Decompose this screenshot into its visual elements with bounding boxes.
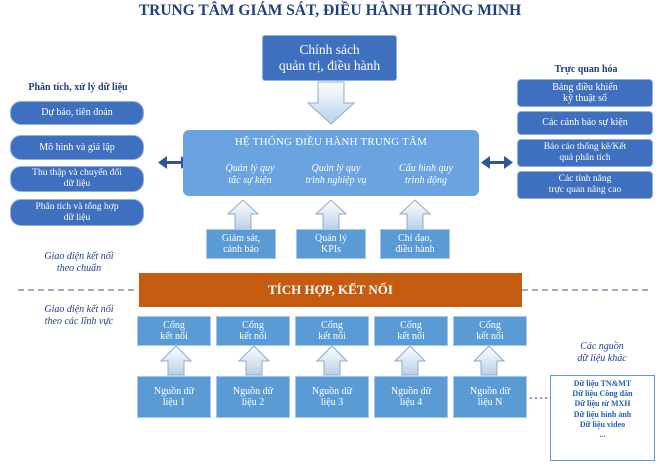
core-system-box: HỆ THỐNG ĐIỀU HÀNH TRUNG TÂM Quản lý quy… — [183, 130, 479, 196]
module-up-arrow-1 — [226, 199, 260, 231]
label-standard-interface: Giao diện kết nối theo chuẩn — [44, 251, 114, 274]
module-kpi: Quản lý KPIs — [296, 229, 366, 259]
data-source-1: Nguồn dữ liệu 1 — [137, 376, 211, 418]
core-item-workflow: Quản lý quy trình nghiệp vụ — [305, 163, 367, 186]
label-domain-interface: Giao diện kết nối theo các lĩnh vực — [44, 304, 114, 327]
source-up-arrow-4 — [393, 345, 427, 376]
module-monitoring: Giám sát, cảnh báo — [206, 229, 276, 259]
other-source-item: Dữ liệu Công dân — [572, 389, 633, 399]
other-source-item: ... — [599, 430, 606, 440]
connector-4: Cổng kết nối — [374, 316, 448, 346]
page-title: TRUNG TÂM GIÁM SÁT, ĐIỀU HÀNH THÔNG MINH — [138, 2, 522, 19]
connector-5: Cổng kết nối — [453, 316, 527, 346]
connector-2: Cổng kết nối — [216, 316, 290, 346]
other-source-item: Dữ liệu video — [579, 419, 626, 429]
left-heading: Phân tích, xử lý dữ liệu — [28, 82, 128, 93]
policy-down-arrow — [306, 81, 356, 125]
left-item-forecast: Dự báo, tiên đoán — [10, 101, 144, 125]
other-source-item: Dữ liệu từ MXH — [574, 399, 631, 409]
right-heading: Trực quan hóa — [554, 64, 618, 75]
connector-3: Cổng kết nối — [295, 316, 369, 346]
left-item-modeling: Mô hình và giả lập — [10, 135, 144, 160]
core-item-rules: Quản lý quy tắc sự kiện — [225, 163, 275, 186]
other-sources-heading: Các nguồn dữ liệu khác — [577, 341, 627, 364]
right-item-advanced: Các tính năng trực quan nâng cao — [517, 171, 653, 199]
data-source-3: Nguồn dữ liệu 3 — [295, 376, 369, 418]
data-source-n: Nguồn dữ liệu N — [453, 376, 527, 418]
data-source-4: Nguồn dữ liệu 4 — [374, 376, 448, 418]
right-item-reports: Báo cáo thống kê/Kết quả phân tích — [517, 139, 653, 167]
module-up-arrow-3 — [398, 199, 432, 231]
other-sources-box: Dữ liệu TN&MT Dữ liệu Công dân Dữ liệu t… — [550, 375, 655, 461]
core-item-dynamic-config: Cấu hình quy trình động — [399, 163, 453, 186]
right-item-alerts: Các cảnh báo sự kiện — [517, 111, 653, 135]
module-up-arrow-2 — [314, 199, 348, 231]
left-item-analysis: Phân tích và tổng hợp dữ liệu — [10, 199, 144, 226]
core-system-title: HỆ THỐNG ĐIỀU HÀNH TRUNG TÂM — [234, 136, 428, 148]
policy-box: Chính sách quản trị, điều hành — [262, 35, 397, 81]
other-source-item: Dữ liệu TN&MT — [573, 379, 632, 388]
source-up-arrow-1 — [159, 345, 193, 376]
module-command: Chỉ đạo, điều hành — [380, 229, 450, 259]
data-source-2: Nguồn dữ liệu 2 — [216, 376, 290, 418]
left-item-collect: Thu thập và chuyển đổi dữ liệu — [10, 166, 144, 192]
right-double-arrow — [481, 156, 513, 169]
source-up-arrow-3 — [315, 345, 349, 376]
right-item-dashboard: Bảng điều khiển kỹ thuật số — [517, 79, 653, 107]
other-source-item: Dữ liệu hình ảnh — [573, 409, 632, 419]
policy-line-2: quản trị, điều hành — [278, 58, 381, 73]
connector-1: Cổng kết nối — [137, 316, 211, 346]
source-up-arrow-5 — [472, 345, 506, 376]
source-up-arrow-2 — [237, 345, 271, 376]
policy-line-1: Chính sách — [299, 42, 360, 58]
integration-bar: TÍCH HỢP, KẾT NỐI — [139, 273, 522, 307]
